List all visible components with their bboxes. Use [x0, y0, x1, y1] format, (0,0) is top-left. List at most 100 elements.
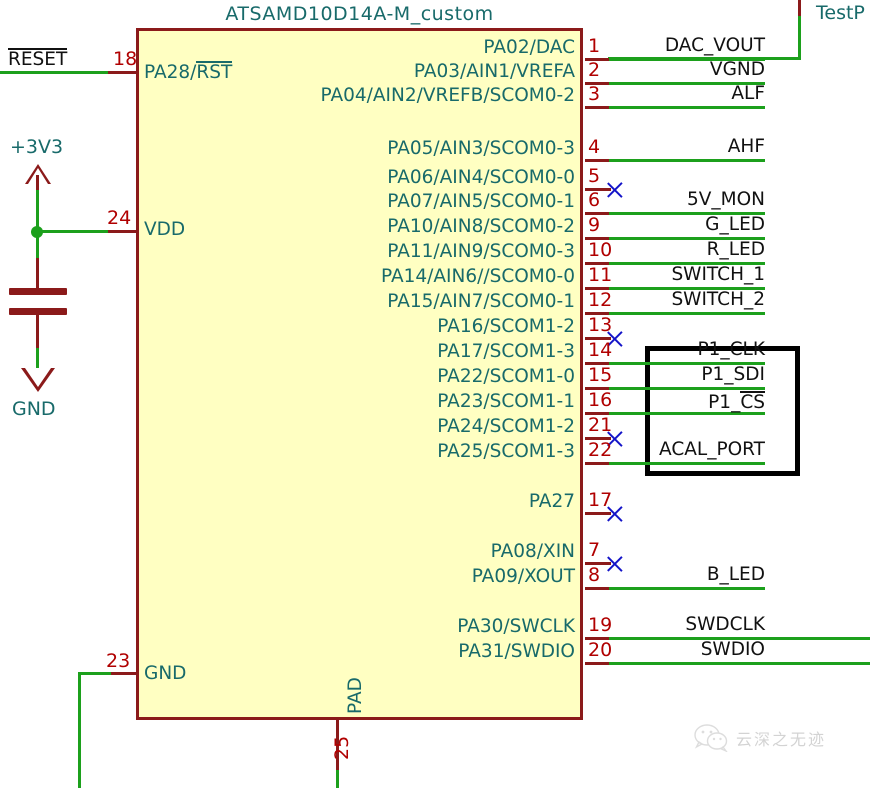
- wire-swdio[interactable]: [609, 662, 870, 665]
- watermark-text: 云深之无迹: [736, 730, 827, 749]
- net-label-acal_port[interactable]: ACAL_PORT: [659, 439, 765, 460]
- capacitor-plate-top: [9, 288, 67, 295]
- net-label-p1_cs[interactable]: P1_CS: [708, 391, 765, 413]
- no-connect-icon-7: [605, 554, 625, 574]
- net-label-b_led[interactable]: B_LED: [706, 564, 765, 585]
- wire-r_led[interactable]: [609, 262, 765, 265]
- net-label-swdio[interactable]: SWDIO: [700, 639, 765, 660]
- net-label-p1_clk[interactable]: P1_CLK: [697, 339, 765, 360]
- pin-stub-12: [585, 312, 611, 315]
- capacitor-plate-bottom: [9, 308, 67, 315]
- pin-name-12: PA15/AIN7/SCOM0-1: [387, 291, 575, 312]
- pin-number-2: 2: [588, 59, 601, 81]
- pin-name-vdd: VDD: [144, 219, 186, 240]
- net-label-alf[interactable]: ALF: [731, 83, 765, 104]
- net-label-reset: RESET: [8, 48, 68, 70]
- pin-stub-13: [585, 337, 611, 340]
- pin-stub-1: [585, 58, 611, 61]
- pin-stub-21: [585, 437, 611, 440]
- pin-number-15: 15: [588, 364, 613, 386]
- component-title: ATSAMD10D14A-M_custom: [225, 3, 494, 25]
- wire-b_led[interactable]: [609, 587, 765, 590]
- pin-name-21: PA24/SCOM1-2: [437, 416, 575, 437]
- pin-number-11: 11: [588, 264, 613, 286]
- pin-name-5: PA06/AIN4/SCOM0-0: [387, 167, 575, 188]
- pin-name-7: PA08/XIN: [490, 541, 575, 562]
- wire-vgnd[interactable]: [609, 82, 765, 85]
- pin-name-13: PA16/SCOM1-2: [437, 316, 575, 337]
- pin-stub-6: [585, 212, 611, 215]
- pin-stub-10: [585, 262, 611, 265]
- pad-pin-stub: [336, 718, 339, 774]
- pin-stub-11: [585, 287, 611, 290]
- wire-ahf[interactable]: [609, 159, 765, 162]
- reset-pin-stub: [108, 71, 138, 74]
- dac-vout-testpoint-wire-vertical: [798, 14, 801, 60]
- pad-wire: [336, 770, 339, 788]
- pin-stub-19: [585, 637, 611, 640]
- pin-number-3: 3: [588, 83, 601, 105]
- pin-name-11: PA14/AIN6//SCOM0-0: [381, 266, 575, 287]
- testpoint-label: TestP: [816, 2, 865, 24]
- net-label-r_led[interactable]: R_LED: [706, 239, 765, 260]
- net-label-swdclk[interactable]: SWDCLK: [685, 614, 765, 635]
- wire-p1_cs[interactable]: [609, 412, 765, 415]
- pin-number-9: 9: [588, 214, 601, 236]
- pin-stub-20: [585, 662, 611, 665]
- wire-switch_2[interactable]: [609, 312, 765, 315]
- pin-number-6: 6: [588, 189, 601, 211]
- watermark: 云深之无迹: [694, 724, 826, 752]
- gnd23-wire-vertical: [78, 672, 81, 788]
- wire-dac_vout[interactable]: [609, 58, 765, 61]
- pin-name-pa28-rst: PA28/RST: [144, 61, 233, 83]
- wire-acal_port[interactable]: [609, 462, 765, 465]
- vcc-stem-green: [36, 190, 39, 236]
- reset-wire: [0, 71, 110, 74]
- pin-name-4: PA05/AIN3/SCOM0-3: [387, 138, 575, 159]
- cap-wire-top: [36, 232, 39, 262]
- pin-name-22: PA25/SCOM1-3: [437, 441, 575, 462]
- wire-swdclk[interactable]: [609, 637, 870, 640]
- vdd-pin-stub: [108, 230, 138, 233]
- wire-5v_mon[interactable]: [609, 212, 765, 215]
- net-label-p1_sdi[interactable]: P1_SDI: [701, 364, 765, 385]
- testpoint-stub: [798, 0, 801, 16]
- vdd-wire-horizontal: [37, 230, 111, 233]
- net-label-g_led[interactable]: G_LED: [705, 214, 765, 235]
- pin-name-8: PA09/XOUT: [471, 566, 575, 587]
- net-label-ahf[interactable]: AHF: [727, 136, 765, 157]
- ground-symbol-inner: [25, 368, 51, 387]
- pin-stub-8: [585, 587, 611, 590]
- pin-name-20: PA31/SWDIO: [458, 641, 575, 662]
- pin-name-15: PA22/SCOM1-0: [437, 366, 575, 387]
- wire-g_led[interactable]: [609, 237, 765, 240]
- pin-stub-4: [585, 159, 611, 162]
- pin-number-22: 22: [588, 439, 613, 461]
- component-body[interactable]: [136, 28, 583, 720]
- net-label-vgnd[interactable]: VGND: [709, 59, 765, 80]
- net-label-switch_1[interactable]: SWITCH_1: [671, 264, 765, 285]
- highlight-box-p1-bus[interactable]: [645, 346, 800, 476]
- pin-stub-22: [585, 462, 611, 465]
- wire-p1_sdi[interactable]: [609, 387, 765, 390]
- wire-switch_1[interactable]: [609, 287, 765, 290]
- pin-name-gnd: GND: [144, 663, 187, 684]
- reset-overline-text: RESET: [8, 48, 68, 70]
- pin-number-19: 19: [588, 614, 613, 636]
- net-label-dac_vout[interactable]: DAC_VOUT: [664, 35, 765, 56]
- net-label-switch_2[interactable]: SWITCH_2: [671, 289, 765, 310]
- wire-alf[interactable]: [609, 106, 765, 109]
- pin-number-5: 5: [588, 165, 601, 187]
- gnd-wire: [36, 348, 39, 370]
- pin-number-4: 4: [588, 136, 601, 158]
- gnd23-pin-stub: [108, 672, 138, 675]
- wechat-icon: [694, 724, 728, 752]
- pin-name-19: PA30/SWCLK: [457, 616, 575, 637]
- pin-stub-14: [585, 362, 611, 365]
- pin-name-2: PA03/AIN1/VREFA: [413, 61, 575, 82]
- net-label-5v_mon[interactable]: 5V_MON: [686, 189, 765, 210]
- pa28-prefix: PA28/: [144, 62, 197, 83]
- pin-name-10: PA11/AIN9/SCOM0-3: [387, 241, 575, 262]
- wire-p1_clk[interactable]: [609, 362, 765, 365]
